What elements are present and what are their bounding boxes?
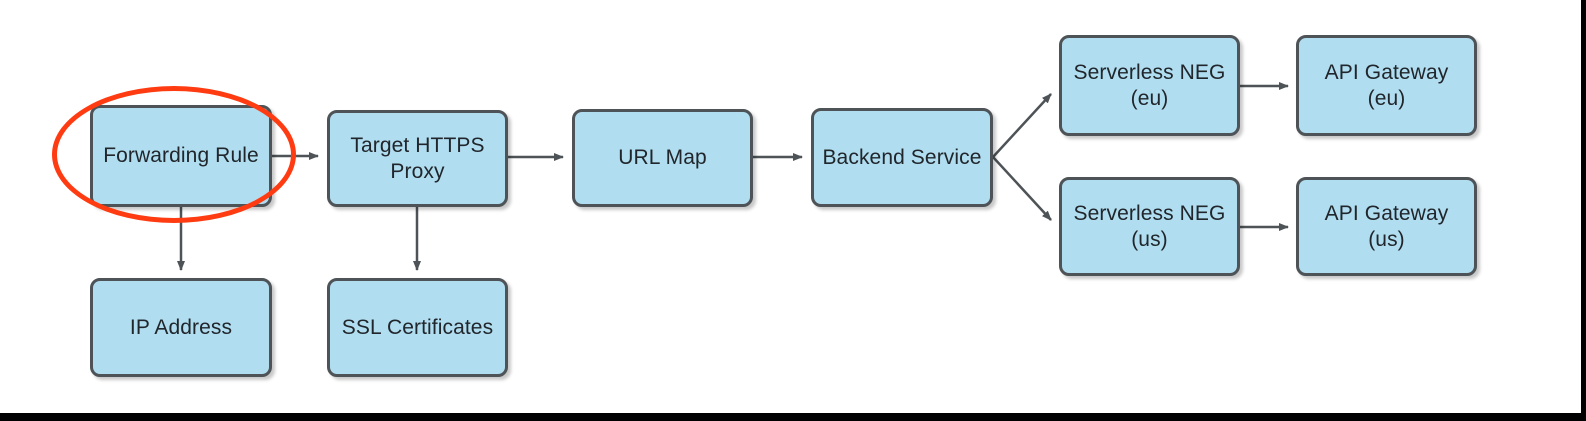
node-url-map[interactable]: URL Map [572, 109, 753, 207]
node-api-gateway-us[interactable]: API Gateway (us) [1296, 177, 1477, 276]
node-api-gateway-eu[interactable]: API Gateway (eu) [1296, 35, 1477, 136]
node-label: URL Map [618, 146, 707, 170]
edge-backend-to-neg-us [992, 156, 1052, 221]
node-serverless-neg-us[interactable]: Serverless NEG (us) [1059, 177, 1240, 276]
node-backend-service[interactable]: Backend Service [811, 108, 993, 207]
node-serverless-neg-eu[interactable]: Serverless NEG (eu) [1059, 35, 1240, 136]
node-ssl-certificates[interactable]: SSL Certificates [327, 278, 508, 377]
page-edge-bottom [0, 413, 1586, 421]
edge-backend-to-neg-eu [992, 93, 1052, 158]
node-label: Target HTTPS Proxy [350, 133, 485, 183]
node-label: API Gateway (us) [1324, 201, 1449, 251]
node-label: Forwarding Rule [103, 144, 259, 168]
node-label: API Gateway (eu) [1324, 60, 1449, 110]
node-forwarding-rule[interactable]: Forwarding Rule [90, 105, 272, 207]
node-label: Backend Service [822, 145, 982, 169]
node-label: SSL Certificates [341, 315, 494, 339]
node-label: IP Address [129, 315, 233, 339]
node-label: Serverless NEG (us) [1073, 201, 1226, 251]
node-label: Serverless NEG (eu) [1073, 60, 1226, 110]
node-ip-address[interactable]: IP Address [90, 278, 272, 377]
page-edge-right [1581, 0, 1586, 421]
node-target-https-proxy[interactable]: Target HTTPS Proxy [327, 110, 508, 207]
